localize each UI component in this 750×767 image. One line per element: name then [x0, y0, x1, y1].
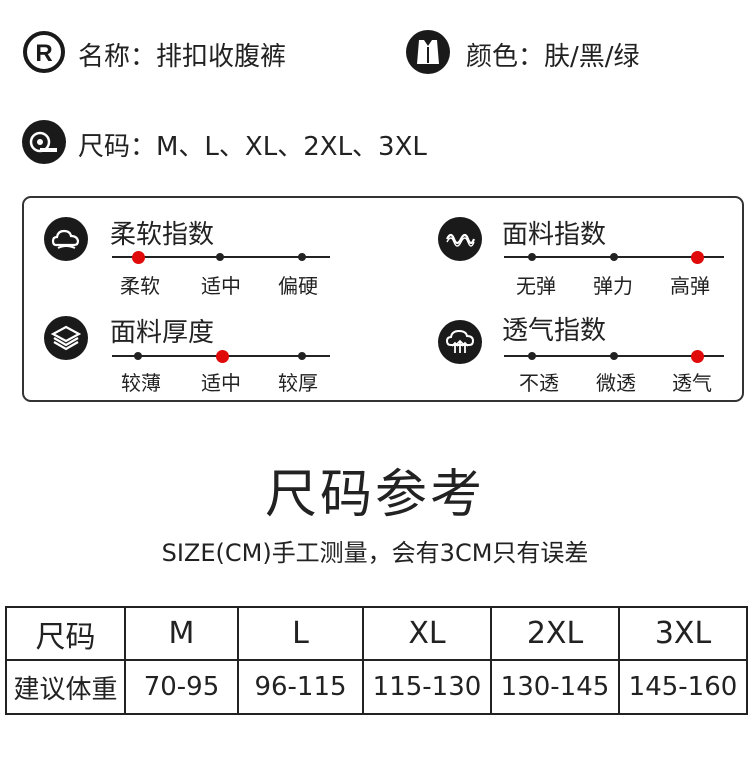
product-sizes: 尺码：M、L、XL、2XL、3XL [78, 132, 427, 162]
metric-title-elasticity: 面料指数 [502, 220, 607, 250]
thickness-dot-2 [298, 352, 306, 360]
wave-elastic-icon [438, 217, 482, 261]
metric-title-thickness: 面料厚度 [110, 318, 215, 348]
breathability-dot-2 [690, 349, 704, 363]
elasticity-dot-2 [690, 250, 704, 264]
size-table-row: 建议体重 70-95 96-115 115-130 130-145 145-16… [5, 659, 748, 715]
garment-icon [406, 30, 450, 74]
breathability-level-0: 不透 [519, 371, 559, 395]
size-header-cell: XL [362, 606, 492, 661]
cloud-soft-icon [44, 217, 88, 261]
elasticity-level-0: 无弹 [516, 274, 556, 298]
size-header-cell: L [237, 606, 364, 661]
elasticity-level-1: 弹力 [593, 274, 633, 298]
size-row-cell: 70-95 [124, 659, 239, 715]
registered-trademark-icon: R [22, 30, 66, 74]
size-row-cell: 130-145 [490, 659, 620, 715]
breathability-level-1: 微透 [596, 371, 636, 395]
softness-level-1: 适中 [201, 274, 241, 298]
product-color: 颜色：肤/黑/绿 [466, 42, 640, 72]
size-table-header: 尺码 M L XL 2XL 3XL [5, 606, 748, 661]
softness-dot-2 [298, 253, 306, 261]
size-table: 尺码 M L XL 2XL 3XL 建议体重 70-95 96-115 115-… [5, 606, 748, 715]
metric-title-breathability: 透气指数 [502, 316, 607, 346]
size-reference-subtitle: SIZE(CM)手工测量，会有3CM只有误差 [161, 539, 589, 567]
breathability-dot-1 [610, 352, 618, 360]
svg-text:R: R [35, 40, 52, 67]
fabric-index-panel [22, 196, 744, 402]
size-header-cell: 2XL [490, 606, 620, 661]
breathability-dot-0 [528, 352, 536, 360]
size-row-cell: 96-115 [237, 659, 364, 715]
softness-dot-0 [131, 250, 145, 264]
size-header-cell: M [124, 606, 239, 661]
size-header-cell: 尺码 [5, 606, 126, 661]
elasticity-dot-1 [610, 253, 618, 261]
elasticity-level-2: 高弹 [670, 274, 710, 298]
size-reference-title: 尺码参考 [264, 465, 485, 525]
breathability-level-2: 透气 [672, 371, 712, 395]
size-header-cell: 3XL [618, 606, 748, 661]
thickness-dot-0 [134, 352, 142, 360]
thickness-dot-1 [215, 349, 229, 363]
thickness-level-1: 适中 [201, 371, 241, 395]
thickness-level-0: 较薄 [121, 371, 161, 395]
size-row-cell: 建议体重 [5, 659, 126, 715]
breathable-cloud-icon [438, 320, 482, 364]
softness-level-0: 柔软 [120, 274, 160, 298]
thickness-level-2: 较厚 [278, 371, 318, 395]
size-row-cell: 115-130 [362, 659, 492, 715]
tape-measure-icon [22, 120, 66, 164]
product-name: 名称：排扣收腹裤 [78, 42, 287, 72]
softness-dot-1 [216, 253, 224, 261]
layers-icon [44, 316, 88, 360]
size-row-cell: 145-160 [618, 659, 748, 715]
elasticity-dot-0 [528, 253, 536, 261]
metric-title-softness: 柔软指数 [110, 220, 215, 250]
softness-level-2: 偏硬 [278, 274, 318, 298]
